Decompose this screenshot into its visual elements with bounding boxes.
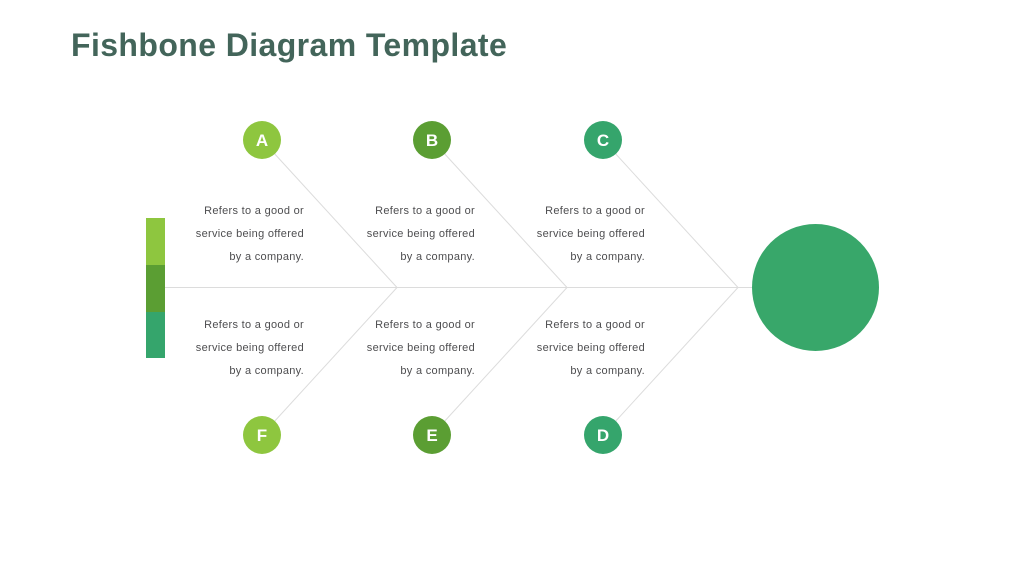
branch-node-d-label: D bbox=[596, 425, 610, 445]
branch-node-b: B bbox=[413, 121, 451, 159]
branch-node-c-label: C bbox=[596, 130, 610, 150]
tail-bar-segment-top bbox=[146, 218, 165, 265]
cause-text-line: service being offered bbox=[195, 228, 304, 240]
cause-text-top-b: Refers to a good or service being offere… bbox=[325, 200, 475, 269]
cause-text-line: Refers to a good or bbox=[375, 205, 475, 217]
cause-text-line: by a company. bbox=[229, 251, 304, 263]
cause-text-line: Refers to a good or bbox=[545, 319, 645, 331]
branch-node-f: F bbox=[243, 416, 281, 454]
cause-text-line: service being offered bbox=[366, 228, 475, 240]
cause-text-bottom-d: Refers to a good or service being offere… bbox=[495, 314, 645, 383]
cause-text-line: by a company. bbox=[570, 251, 645, 263]
cause-text-line: by a company. bbox=[570, 365, 645, 377]
effect-circle bbox=[752, 224, 879, 351]
cause-text-line: by a company. bbox=[400, 251, 475, 263]
tail-bar-segment-bottom bbox=[146, 312, 165, 358]
cause-text-top-a: Refers to a good or service being offere… bbox=[154, 200, 304, 269]
page-title: Fishbone Diagram Template bbox=[71, 27, 508, 63]
branch-node-c: C bbox=[584, 121, 622, 159]
branch-node-a-label: A bbox=[255, 130, 269, 150]
cause-text-line: Refers to a good or bbox=[204, 319, 304, 331]
branch-node-e-label: E bbox=[426, 425, 438, 445]
cause-text-line: service being offered bbox=[195, 342, 304, 354]
cause-text-bottom-f: Refers to a good or service being offere… bbox=[154, 314, 304, 383]
branch-node-a: A bbox=[243, 121, 281, 159]
branch-node-f-label: F bbox=[256, 425, 268, 445]
cause-text-line: by a company. bbox=[400, 365, 475, 377]
cause-text-line: service being offered bbox=[366, 342, 475, 354]
cause-text-line: service being offered bbox=[536, 228, 645, 240]
branch-node-d: D bbox=[584, 416, 622, 454]
cause-text-line: service being offered bbox=[536, 342, 645, 354]
branch-node-b-label: B bbox=[425, 130, 439, 150]
cause-text-line: by a company. bbox=[229, 365, 304, 377]
branch-node-e: E bbox=[413, 416, 451, 454]
cause-text-line: Refers to a good or bbox=[375, 319, 475, 331]
cause-text-line: Refers to a good or bbox=[545, 205, 645, 217]
tail-bar-segment-middle bbox=[146, 265, 165, 312]
cause-text-top-c: Refers to a good or service being offere… bbox=[495, 200, 645, 269]
cause-text-line: Refers to a good or bbox=[204, 205, 304, 217]
cause-text-bottom-e: Refers to a good or service being offere… bbox=[325, 314, 475, 383]
